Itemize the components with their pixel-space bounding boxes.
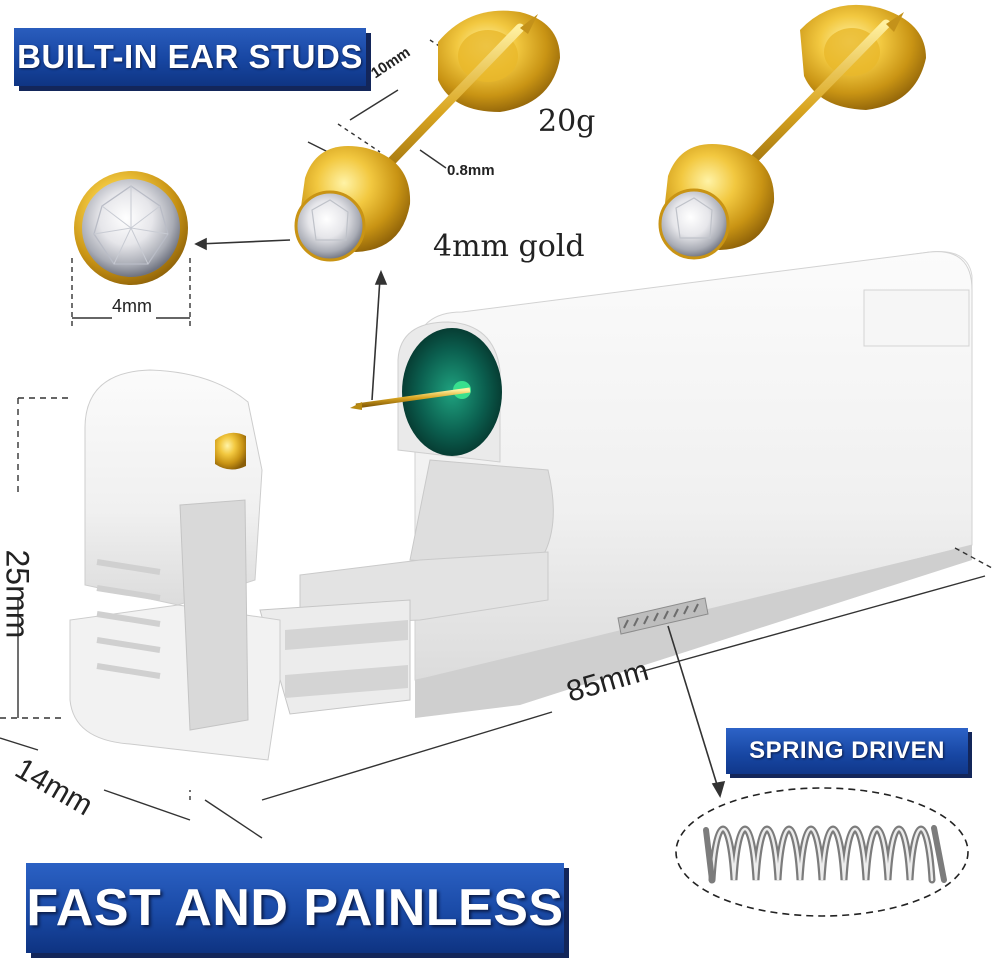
crystal-gem-icon bbox=[294, 190, 366, 262]
spring-icon bbox=[675, 787, 969, 917]
weight-label: 20g bbox=[538, 104, 596, 139]
height-dimension-label: 25mm bbox=[0, 549, 36, 639]
fast-and-painless-banner: FAST AND PAINLESS bbox=[26, 863, 564, 953]
ear-stud-icon bbox=[294, 10, 560, 262]
stud-size-label: 4mm gold bbox=[433, 229, 585, 264]
pin-diameter-label: 0.8mm bbox=[447, 162, 495, 179]
ear-stud-icon bbox=[658, 4, 926, 260]
built-in-ear-studs-banner: BUILT-IN EAR STUDS bbox=[14, 28, 366, 86]
crystal-gem-icon bbox=[74, 171, 188, 285]
gem-size-label: 4mm bbox=[112, 296, 152, 316]
spring-driven-banner: SPRING DRIVEN bbox=[726, 728, 968, 774]
pointer-arrows bbox=[194, 237, 726, 799]
dimension-lines bbox=[0, 39, 993, 839]
piercing-device-icon bbox=[69, 251, 973, 761]
